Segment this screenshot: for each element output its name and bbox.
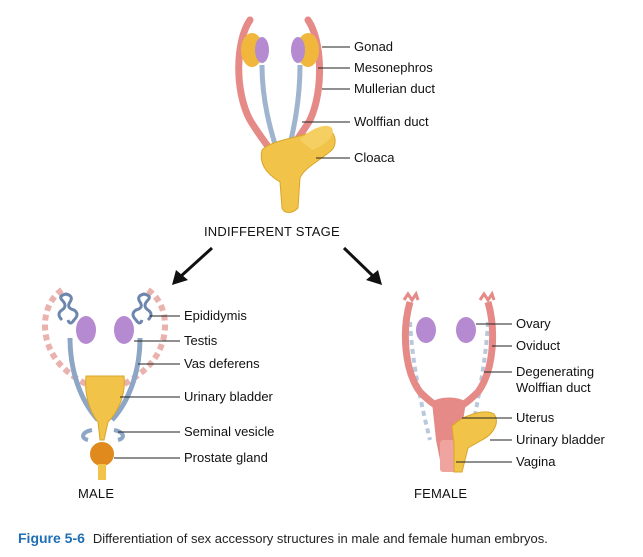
label-vagina: Vagina bbox=[516, 454, 556, 469]
label-ovary: Ovary bbox=[516, 316, 551, 331]
caption-text: Differentiation of sex accessory structu… bbox=[92, 531, 548, 546]
testis-left bbox=[76, 316, 96, 344]
female-title: FEMALE bbox=[414, 486, 467, 501]
label-vas-deferens: Vas deferens bbox=[184, 356, 260, 371]
cloaca-upper-lobe bbox=[300, 125, 333, 150]
indifferent-labels: Gonad Mesonephros Mullerian duct Wolffia… bbox=[302, 39, 435, 165]
seminal-vesicle-left bbox=[81, 428, 93, 442]
vas-deferens-right bbox=[110, 337, 143, 422]
oviduct-right bbox=[450, 301, 497, 414]
label-oviduct: Oviduct bbox=[516, 338, 560, 353]
male-labels: Epididymis Testis Vas deferens Urinary b… bbox=[114, 308, 274, 465]
female-urinary-bladder bbox=[451, 411, 497, 473]
label-mesonephros: Mesonephros bbox=[354, 60, 433, 75]
label-uterus: Uterus bbox=[516, 410, 555, 425]
arrow-to-female bbox=[342, 246, 382, 285]
male-urethra bbox=[98, 464, 106, 480]
testis-right bbox=[114, 316, 134, 344]
label-gonad: Gonad bbox=[354, 39, 393, 54]
label-testis: Testis bbox=[184, 333, 218, 348]
label-wolffian-duct: Wolffian duct bbox=[354, 114, 429, 129]
ovary-left bbox=[416, 317, 436, 343]
label-seminal-vesicle: Seminal vesicle bbox=[184, 424, 274, 439]
male-title: MALE bbox=[78, 486, 114, 501]
fimbriae-right bbox=[478, 290, 496, 303]
gonad-right bbox=[291, 37, 305, 63]
male-illustration bbox=[42, 287, 168, 480]
degenerating-mullerian-right bbox=[120, 287, 168, 388]
label-epididymis: Epididymis bbox=[184, 308, 247, 323]
arrow-to-male bbox=[172, 246, 214, 285]
ovary-right bbox=[456, 317, 476, 343]
figure-number: Figure 5-6 bbox=[18, 530, 85, 546]
male-urinary-bladder bbox=[85, 375, 125, 441]
label-degenerating-wolffian-duct: Wolffian duct bbox=[516, 380, 591, 395]
fimbriae-left bbox=[402, 290, 420, 303]
female-illustration bbox=[401, 290, 497, 473]
indifferent-stage-title: INDIFFERENT STAGE bbox=[204, 224, 340, 239]
label-male-urinary-bladder: Urinary bladder bbox=[184, 389, 274, 404]
figure-caption: Figure 5-6 Differentiation of sex accesso… bbox=[18, 530, 638, 546]
epididymis-right bbox=[131, 292, 153, 325]
gonad-left bbox=[255, 37, 269, 63]
label-prostate-gland: Prostate gland bbox=[184, 450, 268, 465]
epididymis-left bbox=[57, 292, 79, 325]
label-degenerating: Degenerating bbox=[516, 364, 594, 379]
label-cloaca: Cloaca bbox=[354, 150, 395, 165]
indifferent-stage-illustration bbox=[235, 16, 336, 213]
degenerating-mullerian-left bbox=[42, 287, 90, 388]
seminal-vesicle-right bbox=[113, 428, 125, 442]
label-female-urinary-bladder: Urinary bladder bbox=[516, 432, 606, 447]
vagina bbox=[440, 440, 456, 472]
female-labels: Ovary Oviduct Degenerating Wolffian duct… bbox=[456, 316, 606, 469]
prostate-gland bbox=[90, 442, 114, 466]
label-mullerian-duct: Mullerian duct bbox=[354, 81, 435, 96]
